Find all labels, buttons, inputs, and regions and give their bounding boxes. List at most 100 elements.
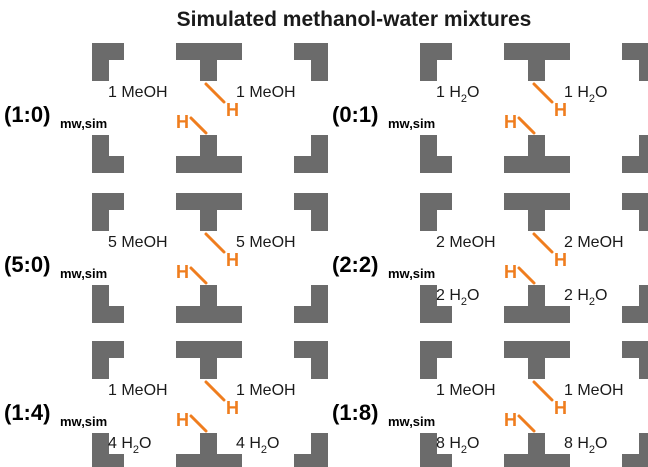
hydrogen-atom-label: H [504,262,517,282]
molecule-label-upper-right: 1 MeOH [564,382,624,399]
pore-wall-upper-center [200,341,217,379]
pore-wall-lower-right [622,156,648,173]
pore-wall-lower-right [294,306,328,323]
hydrogen-atom-label: H [226,250,239,270]
pore-wall-upper-center [528,193,545,231]
pore-wall-upper-left [92,193,109,231]
pore-wall-lower-left [92,156,124,173]
ratio-label: (1:4) [4,400,50,425]
hydrogen-bond-upper [532,232,554,254]
pore-wall-upper-right [311,193,328,231]
hydrogen-bond-lower [517,266,536,285]
pore-wall-lower-center [504,306,570,323]
pore-wall-lower-center [504,454,570,467]
pore-wall-lower-right [294,156,328,173]
pore-wall-lower-center [504,156,570,173]
ratio-label: (1:8) [332,400,378,425]
pore-wall-upper-left [420,341,437,379]
hydrogen-bond-lower [189,266,208,285]
pore-wall-upper-right [311,341,328,379]
hydrogen-bond-upper [532,82,554,104]
hydrogen-atom-label: H [504,112,517,132]
hydrogen-bond-lower [189,414,208,433]
hydrogen-atom-label: H [226,100,239,120]
molecule-label-upper-left: 5 MeOH [108,234,168,251]
hydrogen-bond-upper [204,82,226,104]
molecule-label-lower-right: 8 H2O [564,435,607,456]
hydrogen-atom-label: H [554,250,567,270]
pore-wall-upper-center [528,341,545,379]
molecule-label-upper-right: 1 MeOH [236,84,296,101]
pore-wall-lower-right [639,433,648,467]
pore-wall-lower-left [92,454,124,467]
pore-wall-lower-left [92,306,124,323]
molecule-label-upper-left: 1 MeOH [436,382,496,399]
ratio-label: (2:2) [332,252,378,277]
hydrogen-atom-label: H [176,410,189,430]
molecule-label-lower-left: 8 H2O [436,435,479,456]
pore-wall-upper-left [420,43,437,81]
hydrogen-bond-lower [517,116,536,135]
pore-wall-lower-center [176,306,242,323]
pore-wall-upper-center [200,43,217,81]
molecule-label-upper-left: 1 H2O [436,84,479,105]
pore-wall-upper-right [311,43,328,81]
hydrogen-atom-label: H [554,398,567,418]
pore-wall-upper-left [92,341,109,379]
pore-wall-lower-left [420,156,452,173]
pore-wall-upper-center [200,193,217,231]
ratio-subscript: mw,sim [388,116,435,131]
ratio-subscript: mw,sim [388,266,435,281]
molecule-label-upper-right: 5 MeOH [236,234,296,251]
pore-wall-lower-center [176,156,242,173]
pore-wall-lower-right [639,135,648,173]
molecule-label-upper-right: 1 H2O [564,84,607,105]
pore-wall-lower-right [639,285,648,323]
ratio-subscript: mw,sim [60,266,107,281]
ratio-subscript: mw,sim [60,414,107,429]
molecule-label-lower-right: 4 H2O [236,435,279,456]
pore-wall-lower-right [622,306,648,323]
pore-wall-upper-right [639,193,648,231]
pore-wall-upper-left [420,193,437,231]
molecule-label-lower-left: 4 H2O [108,435,151,456]
ratio-subscript: mw,sim [388,414,435,429]
pore-wall-upper-left [92,43,109,81]
hydrogen-bond-upper [532,380,554,402]
pore-wall-upper-right [639,43,648,81]
ratio-label: (0:1) [332,102,378,127]
hydrogen-atom-label: H [504,410,517,430]
hydrogen-bond-lower [189,116,208,135]
pore-wall-lower-right [622,454,648,467]
ratio-label: (1:0) [4,102,50,127]
molecule-label-upper-left: 1 MeOH [108,84,168,101]
hydrogen-atom-label: H [176,112,189,132]
molecule-label-upper-left: 2 MeOH [436,234,496,251]
diagram-title: Simulated methanol-water mixtures [176,8,532,31]
molecule-label-upper-right: 1 MeOH [236,382,296,399]
molecule-label-lower-right: 2 H2O [564,287,607,308]
pore-wall-upper-right [639,341,648,379]
hydrogen-atom-label: H [226,398,239,418]
hydrogen-bond-upper [204,232,226,254]
pore-wall-lower-right [294,454,328,467]
hydrogen-bond-lower [517,414,536,433]
ratio-label: (5:0) [4,252,50,277]
pore-wall-lower-left [420,306,452,323]
ratio-subscript: mw,sim [60,116,107,131]
hydrogen-atom-label: H [176,262,189,282]
pore-wall-lower-left [420,454,452,467]
pore-wall-lower-center [176,454,242,467]
pore-wall-upper-center [528,43,545,81]
molecule-label-upper-left: 1 MeOH [108,382,168,399]
hydrogen-atom-label: H [554,100,567,120]
hydrogen-bond-upper [204,380,226,402]
molecule-label-upper-right: 2 MeOH [564,234,624,251]
